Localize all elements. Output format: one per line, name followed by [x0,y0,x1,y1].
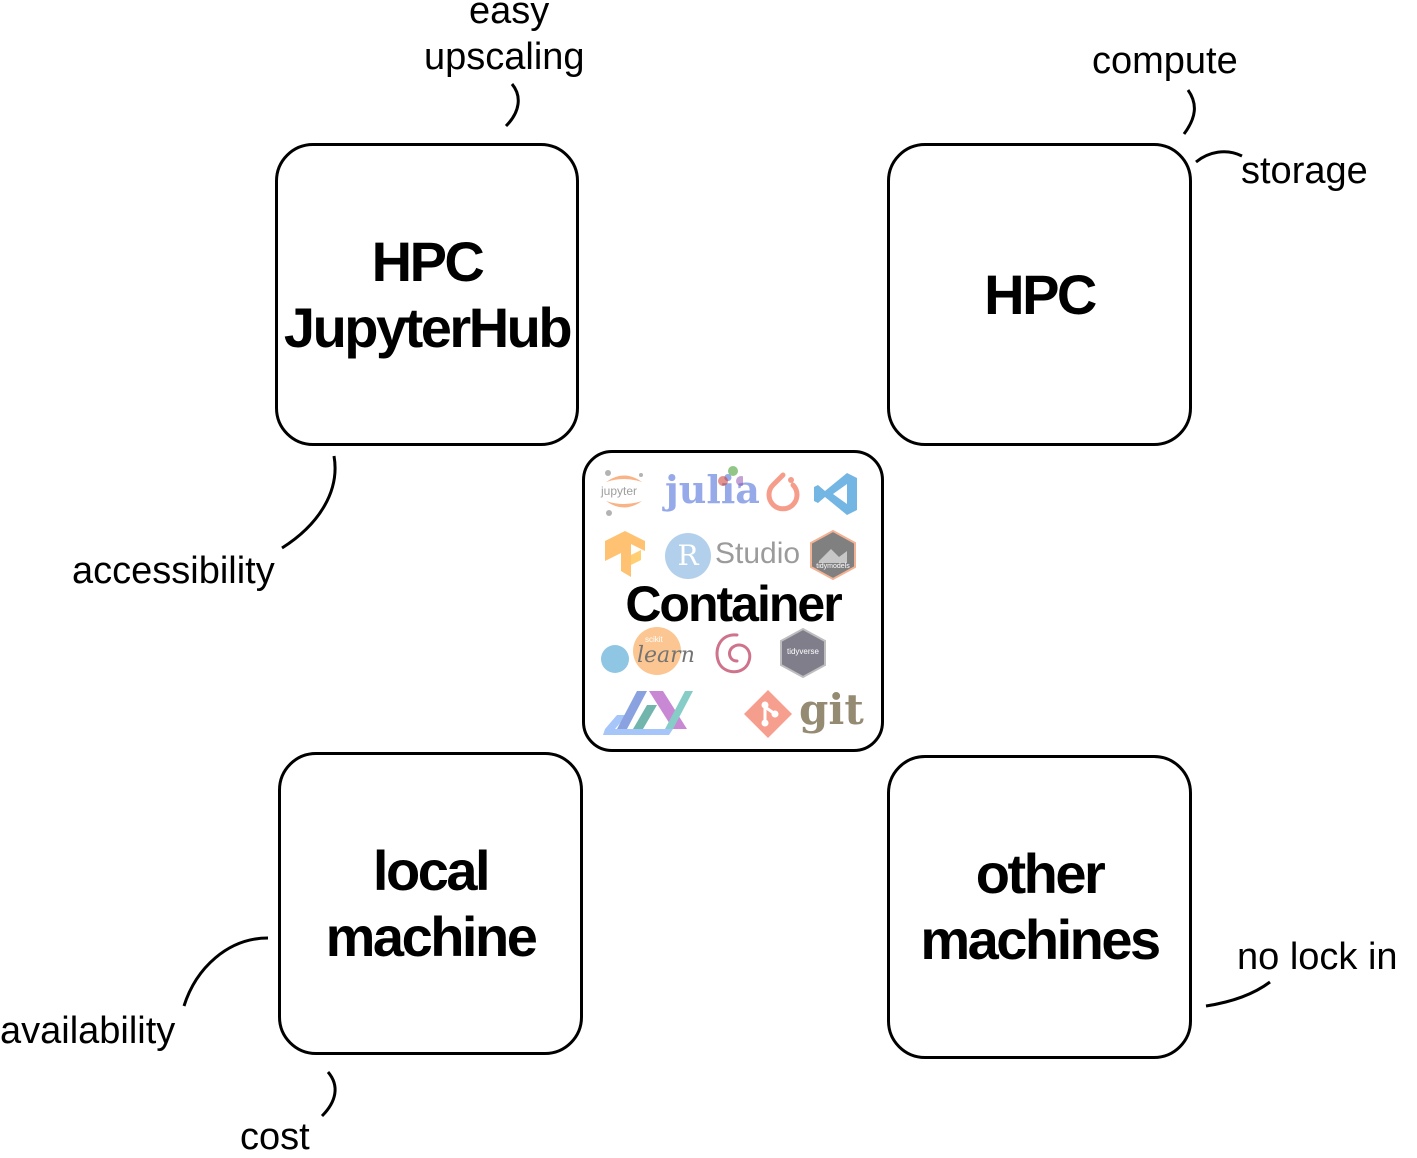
hpc-box: HPC [887,143,1192,446]
no-lock-in-label: no lock in [1237,936,1398,978]
jax-logo-icon [603,685,693,737]
compute-connector [1182,89,1196,135]
julia-logo-text: julia [665,467,760,512]
hpc-title: HPC [984,262,1097,326]
git-logo-text: git [799,685,864,734]
local-machine-line1: local [372,838,491,902]
cost-connector [320,1071,337,1118]
other-machines-line2: machines [920,908,1161,971]
tidymodels-text: tidymodels [816,563,850,570]
upscaling-label: upscaling [424,36,585,78]
accessibility-label: accessibility [72,550,275,592]
local-machine-box: local machine [278,752,583,1055]
tidymodels-hex-icon: tidymodels [809,529,857,581]
local-machine-title: local machine [325,838,538,970]
rstudio-logo-text: Studio [715,537,801,570]
container-title: Container [625,576,842,632]
vscode-logo-icon [813,471,859,517]
hpc-jupyterhub-title: HPC JupyterHub [283,229,573,361]
debian-swirl-icon [711,629,755,679]
hpc-jupyterhub-box: HPC JupyterHub [275,143,579,446]
local-machine-line2: machine [325,904,538,968]
container-box: jupyter julia R Studio tidymo [582,450,884,752]
tidyverse-text: tidyverse [786,647,819,656]
easy-label: easy [469,0,550,32]
sklearn-small-text: scikit [645,635,663,644]
storage-connector [1195,150,1243,164]
cost-label: cost [240,1116,310,1158]
no-lock-in-connector [1205,980,1271,1008]
rstudio-r-badge-icon: R [665,533,711,579]
accessibility-connector [281,455,337,550]
pytorch-logo-icon [761,469,805,519]
availability-connector [182,936,269,1007]
compute-label: compute [1092,40,1238,82]
hpc-jupyterhub-line2: JupyterHub [283,295,573,359]
tidyverse-hex-icon: tidyverse [779,627,827,679]
availability-label: availability [0,1010,176,1052]
sklearn-learn-text: learn [637,643,695,668]
other-machines-title: other machines [920,841,1161,973]
rstudio-r-text: R [677,539,699,572]
jupyter-logo-text: jupyter [601,484,638,498]
sklearn-logo-icon: scikit learn [601,627,697,677]
tensorflow-logo-icon [601,531,649,579]
hpc-jupyterhub-line1: HPC [371,229,485,293]
git-logo-icon [743,689,793,739]
jupyter-logo-icon: jupyter [599,467,649,517]
other-machines-box: other machines [887,755,1192,1059]
storage-label: storage [1241,150,1368,192]
other-machines-line1: other [975,842,1106,905]
julia-dots-icon [713,463,746,487]
easy-upscaling-connector [504,83,520,128]
